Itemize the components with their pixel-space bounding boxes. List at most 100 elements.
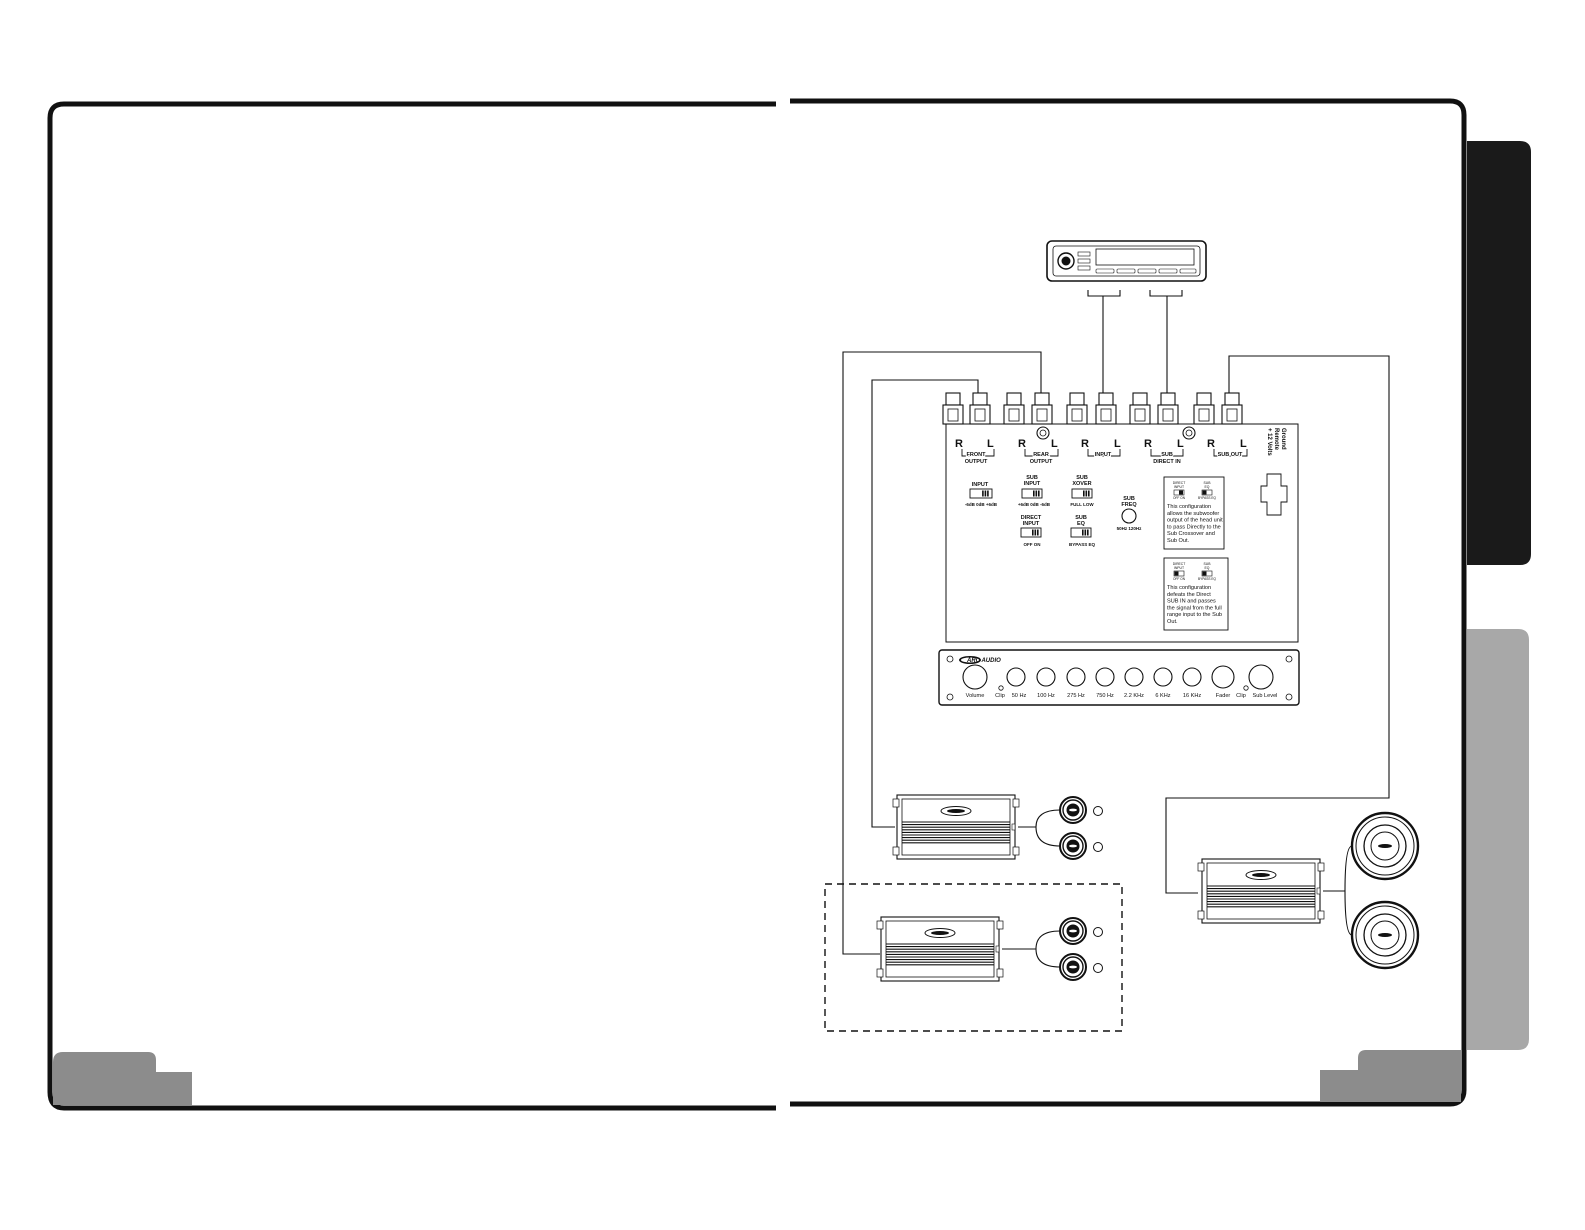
mini-switch-label: DIRECT xyxy=(1173,481,1186,485)
channel-label-l: L xyxy=(1051,438,1058,450)
clip-led xyxy=(1243,685,1249,691)
brand-label: ARC AUDIO xyxy=(966,658,1001,664)
channel-label-l: L xyxy=(1114,438,1121,450)
rca-jack xyxy=(942,392,964,425)
front-panel-knob[interactable] xyxy=(1248,664,1274,690)
amp-output-terminal xyxy=(1316,887,1321,895)
right-corner-tab xyxy=(1320,1050,1461,1102)
front-panel-label: 750 Hz xyxy=(1096,693,1114,699)
front-panel-label: Fader xyxy=(1216,693,1231,699)
channel-label-l: L xyxy=(1177,438,1184,450)
side-tab-gray xyxy=(1467,629,1529,1050)
note-line: This configuration xyxy=(1167,504,1211,510)
head-unit xyxy=(1046,240,1207,282)
rear-amplifier xyxy=(876,916,1004,982)
group-label: INPUT xyxy=(1095,452,1112,458)
subwoofer-speaker xyxy=(1350,811,1420,881)
switch-input[interactable]: INPUT-6dB 0dB +6dB xyxy=(965,482,998,507)
switch-options: BYPASS EQ xyxy=(1069,542,1095,547)
rca-jack xyxy=(1095,392,1117,425)
front-panel-knob[interactable] xyxy=(1153,667,1173,687)
rca-jack xyxy=(1157,392,1179,425)
note-line: the signal from the full xyxy=(1167,605,1222,611)
switch-title: SUB xyxy=(1123,496,1135,502)
group-label: OUTPUT xyxy=(1030,459,1053,465)
speakers xyxy=(1002,796,1420,981)
subwoofer-amplifier xyxy=(1197,858,1325,924)
rca-jack xyxy=(1066,392,1088,425)
mini-switch-options: BYPASS EQ xyxy=(1198,496,1217,500)
optional-rear-system-box xyxy=(824,883,1123,1032)
mini-switch-label: SUB xyxy=(1204,481,1212,485)
front-panel-knob[interactable] xyxy=(1124,667,1144,687)
channel-label-l: L xyxy=(987,438,994,450)
front-panel-knob[interactable] xyxy=(1066,667,1086,687)
switch-options: 50Hz 120Hz xyxy=(1117,526,1143,531)
switch-title: FREQ xyxy=(1121,502,1137,508)
channel-label-r: R xyxy=(1144,438,1152,450)
group-label: OUTPUT xyxy=(965,459,988,465)
switch-title: SUB xyxy=(1075,515,1087,521)
switch-title: SUB xyxy=(1026,475,1038,481)
mini-switch-label: EQ xyxy=(1205,566,1210,570)
note-line: allows the subwoofer xyxy=(1167,511,1219,517)
switch-title: EQ xyxy=(1077,521,1086,527)
mini-switch-label: DIRECT xyxy=(1173,562,1186,566)
amp-logo-icon xyxy=(940,806,972,816)
front-panel-knob[interactable] xyxy=(1095,667,1115,687)
switch-title: INPUT xyxy=(972,482,989,488)
group-label: FRONT xyxy=(967,452,987,458)
side-tab-dark xyxy=(1467,141,1531,565)
front-panel-label: 6 KHz xyxy=(1155,693,1170,699)
rca-jacks xyxy=(942,392,1243,425)
front-panel-knob[interactable] xyxy=(962,664,988,690)
left-corner-tab xyxy=(53,1052,192,1105)
mini-switch-label: EQ xyxy=(1205,485,1210,489)
front-panel-label: Clip xyxy=(1236,693,1246,699)
note-line: defeats the Direct xyxy=(1167,592,1211,598)
switch-title: INPUT xyxy=(1023,521,1040,527)
head-unit-display xyxy=(1095,248,1195,266)
note-line: to pass Directly to the xyxy=(1167,524,1221,530)
front-panel-knob[interactable] xyxy=(1211,665,1235,689)
front-panel-knob[interactable] xyxy=(1006,667,1026,687)
switch-title: SUB xyxy=(1076,475,1088,481)
group-label: SUB xyxy=(1161,452,1173,458)
rca-jack xyxy=(969,392,991,425)
channel-label-r: R xyxy=(1081,438,1089,450)
left-page-frame xyxy=(47,101,776,1111)
front-panel-label: Volume xyxy=(966,693,985,699)
rca-jack xyxy=(1193,392,1215,425)
front-panel-label: Clip xyxy=(995,693,1005,699)
coaxial-speaker xyxy=(1059,796,1103,824)
arc-audio-logo: ARC AUDIO xyxy=(959,656,1001,664)
front-panel-knob[interactable] xyxy=(1036,667,1056,687)
mini-switch-label: SUB xyxy=(1204,562,1212,566)
note-line: Sub Out. xyxy=(1167,538,1190,544)
mount-screw xyxy=(1182,426,1196,440)
mini-switch-options: OFF ON xyxy=(1173,577,1186,581)
note-line: range input to the Sub xyxy=(1167,612,1222,618)
power-label: Remote xyxy=(1273,428,1279,451)
front-panel-knob[interactable] xyxy=(1182,667,1202,687)
front-panel-label: Sub Level xyxy=(1253,693,1278,699)
group-label: DIRECT IN xyxy=(1153,459,1181,465)
tweeter xyxy=(1093,927,1103,937)
group-label: REAR xyxy=(1033,452,1049,458)
note-line: output of the head unit xyxy=(1167,518,1223,524)
switch-options: OFF ON xyxy=(1024,542,1041,547)
sub-freq-knob[interactable] xyxy=(1121,508,1137,524)
amplifiers xyxy=(876,794,1325,982)
